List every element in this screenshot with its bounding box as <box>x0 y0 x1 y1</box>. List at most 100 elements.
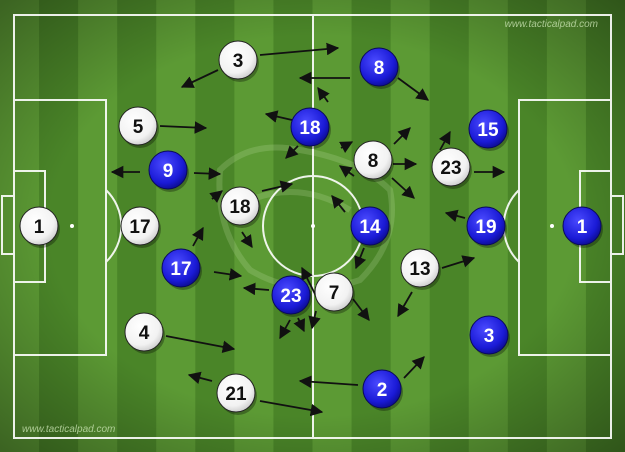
white-player-18[interactable]: 18 <box>220 186 261 228</box>
player-number: 8 <box>374 58 385 79</box>
left-goal <box>1 195 15 255</box>
white-player-1[interactable]: 1 <box>19 206 60 248</box>
movement-arrow <box>298 375 359 389</box>
player-token <box>350 206 390 246</box>
watermark-bottom: www.tacticalpad.com <box>22 424 115 435</box>
watermark-top: www.tacticalpad.com <box>505 19 598 30</box>
movement-arrow <box>279 319 292 340</box>
blue-player-9[interactable]: 9 <box>148 150 189 192</box>
player-token <box>353 140 393 180</box>
player-token <box>118 106 158 146</box>
movement-arrow <box>293 317 305 333</box>
player-token <box>290 107 330 147</box>
movement-arrow <box>165 335 236 354</box>
blue-player-18[interactable]: 18 <box>290 107 331 149</box>
player-number: 23 <box>280 286 301 307</box>
player-number: 1 <box>34 217 45 238</box>
movement-arrow <box>444 209 466 222</box>
blue-player-19[interactable]: 19 <box>466 206 507 248</box>
right-penalty-spot <box>550 224 554 228</box>
player-number: 18 <box>229 197 250 218</box>
movement-arrow <box>209 190 223 204</box>
player-number: 7 <box>329 283 340 304</box>
white-player-8[interactable]: 8 <box>353 140 394 182</box>
white-player-7[interactable]: 7 <box>314 272 355 314</box>
blue-player-15[interactable]: 15 <box>468 109 509 151</box>
movement-arrow <box>403 356 425 379</box>
player-token <box>562 206 602 246</box>
blue-player-1[interactable]: 1 <box>562 206 603 248</box>
player-token <box>314 272 354 312</box>
player-number: 19 <box>475 217 496 238</box>
movement-arrow <box>438 130 451 151</box>
player-token <box>431 147 471 187</box>
player-number: 2 <box>377 380 388 401</box>
player-number: 3 <box>484 326 495 347</box>
blue-player-17[interactable]: 17 <box>161 248 202 290</box>
movement-arrow <box>393 127 411 145</box>
movement-arrow <box>187 371 213 384</box>
movement-arrow <box>354 247 367 270</box>
movement-arrow <box>213 268 243 281</box>
player-token <box>220 186 260 226</box>
white-player-17[interactable]: 17 <box>120 206 161 248</box>
movement-arrow <box>338 165 355 178</box>
white-player-23[interactable]: 23 <box>431 147 472 189</box>
player-number: 9 <box>163 161 174 182</box>
center-spot <box>311 224 315 228</box>
movement-arrow <box>264 110 293 123</box>
blue-player-14[interactable]: 14 <box>350 206 391 248</box>
movement-arrow <box>391 177 415 199</box>
player-number: 14 <box>359 217 381 238</box>
movement-arrow <box>397 77 430 101</box>
player-token <box>469 315 509 355</box>
player-number: 17 <box>170 259 191 280</box>
movement-arrow <box>193 167 222 180</box>
player-number: 5 <box>133 117 144 138</box>
blue-player-23[interactable]: 23 <box>271 275 312 317</box>
movement-arrow <box>308 310 321 330</box>
player-number: 4 <box>139 323 150 344</box>
movement-arrow <box>259 42 340 56</box>
movement-arrow <box>242 282 270 296</box>
player-number: 23 <box>440 158 461 179</box>
player-number: 17 <box>129 217 150 238</box>
white-player-21[interactable]: 21 <box>216 373 257 415</box>
movement-arrow <box>285 145 299 159</box>
white-player-3[interactable]: 3 <box>218 40 259 82</box>
movement-arrow <box>441 255 476 269</box>
movement-arrow <box>259 400 324 417</box>
movement-arrow <box>180 69 219 88</box>
player-token <box>161 248 201 288</box>
player-number: 13 <box>409 259 430 280</box>
white-player-5[interactable]: 5 <box>118 106 159 148</box>
movement-arrow <box>339 141 354 153</box>
left-penalty-spot <box>70 224 74 228</box>
player-number: 8 <box>368 151 379 172</box>
player-token <box>218 40 258 80</box>
blue-player-2[interactable]: 2 <box>362 369 403 411</box>
player-token <box>271 275 311 315</box>
player-token <box>120 206 160 246</box>
player-token <box>19 206 59 246</box>
blue-player-3[interactable]: 3 <box>469 315 510 357</box>
player-number: 18 <box>299 118 320 139</box>
white-player-4[interactable]: 4 <box>124 312 165 354</box>
player-token <box>468 109 508 149</box>
player-token <box>362 369 402 409</box>
player-token <box>400 248 440 288</box>
blue-player-8[interactable]: 8 <box>359 47 400 89</box>
movement-arrows <box>110 42 506 417</box>
white-player-13[interactable]: 13 <box>400 248 441 290</box>
player-token <box>216 373 256 413</box>
player-token <box>148 150 188 190</box>
player-number: 15 <box>477 120 499 141</box>
movement-arrow <box>331 195 346 213</box>
movement-arrow <box>397 291 413 318</box>
movement-arrow <box>191 226 204 247</box>
player-token <box>124 312 164 352</box>
movement-arrow <box>317 86 330 103</box>
movement-arrow <box>240 231 253 249</box>
